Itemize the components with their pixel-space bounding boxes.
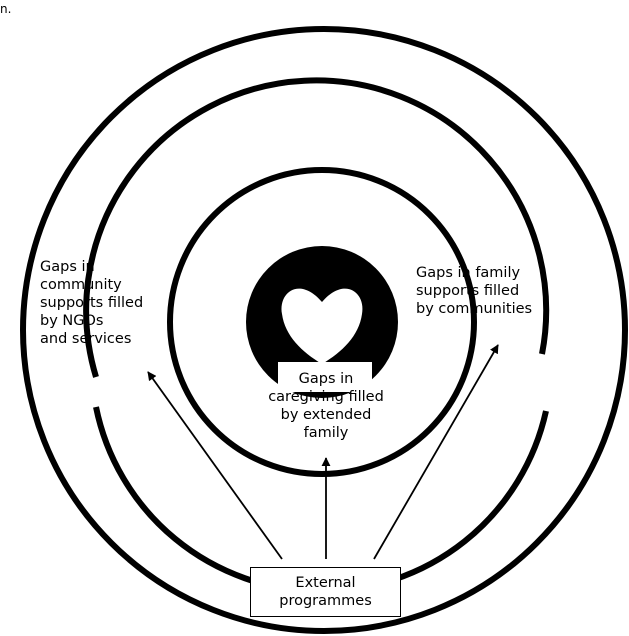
label-caregiving: Gaps in caregiving filled by extended fa…: [268, 371, 384, 441]
label-community-supports: Gaps in community supports filled by NGO…: [40, 259, 144, 347]
arrow-to-right-ring: [373, 344, 499, 560]
family-core: [246, 246, 398, 398]
arrow-to-outer-ring: [147, 371, 283, 560]
middle-circle-top: [83, 77, 550, 378]
corner-text: n.: [0, 2, 12, 16]
center-label-backdrop: [278, 362, 372, 392]
heart-icon: [281, 288, 363, 364]
inner-circle: [167, 167, 477, 477]
label-family-supports: Gaps in family supports filled by commun…: [416, 265, 533, 317]
external-programmes-box: External programmes: [250, 567, 401, 617]
external-programmes-label: External programmes: [279, 575, 372, 609]
outer-circle: [20, 26, 628, 634]
